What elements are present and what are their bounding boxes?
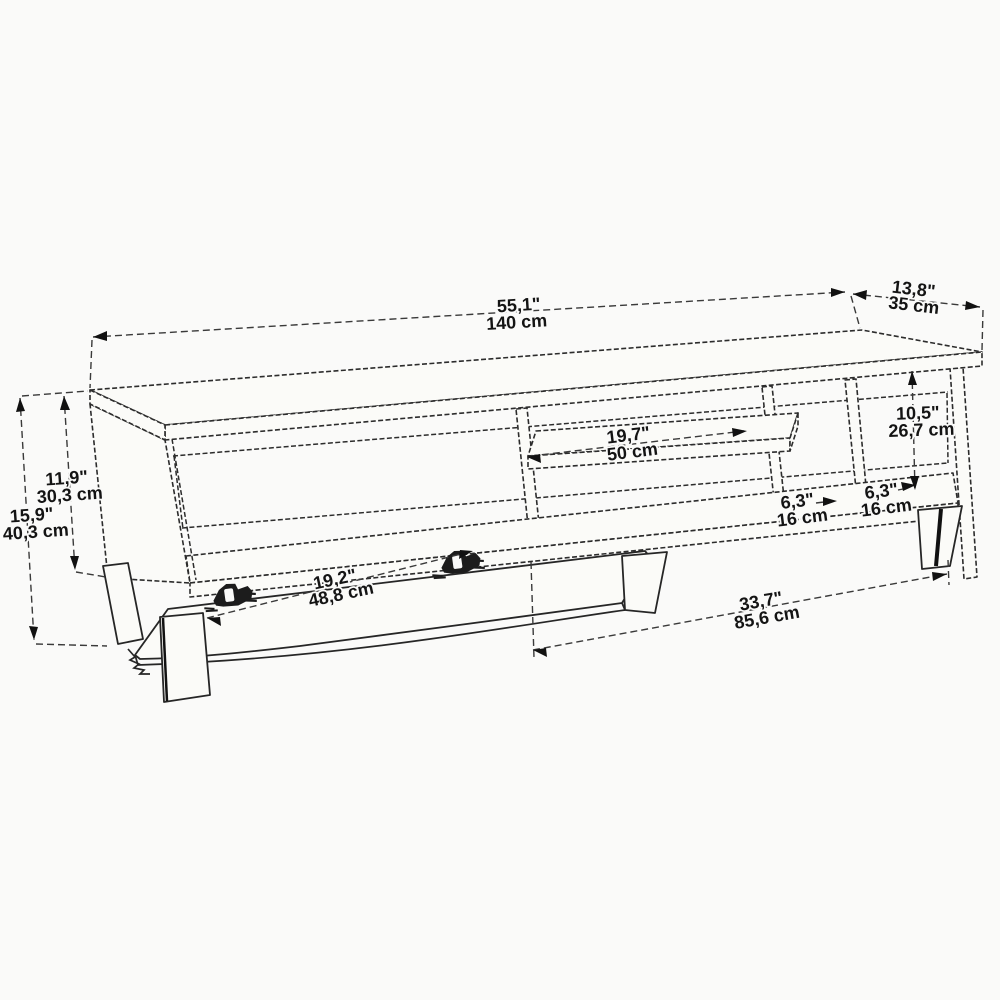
dimension-top-depth: 13,8" 35 cm <box>850 275 984 351</box>
hinge-right-slot <box>452 555 463 569</box>
dim-line <box>532 573 948 651</box>
dim-shelf-width-cm: 50 cm <box>606 439 659 465</box>
dim-body-height-inches: 11,9" <box>45 467 89 490</box>
dim-line <box>815 501 825 504</box>
arrowhead-right <box>932 572 947 581</box>
top-panel-left-face <box>89 389 166 441</box>
arrowhead-right <box>732 428 747 437</box>
top-panel <box>89 329 983 441</box>
tv-stand <box>89 329 983 703</box>
dim-line <box>19 397 35 641</box>
hinge-left <box>204 583 257 613</box>
leg-front-left-shade <box>161 617 169 702</box>
dimensions: 55,1" 140 cm 13,8" 35 cm 11,9" <box>0 275 984 659</box>
dim-line <box>530 430 745 457</box>
arrowhead-bottom <box>29 626 38 640</box>
arrowhead-right <box>965 301 980 310</box>
ext-line-mid <box>75 571 107 578</box>
left-panel-front-edge <box>171 438 197 581</box>
leg-front-right-shade <box>934 508 943 567</box>
ext-line-right <box>947 559 950 586</box>
hinge-left-slot <box>224 588 235 602</box>
ext-line <box>89 339 93 389</box>
center-divider <box>515 407 542 546</box>
door-thickness-edge <box>137 609 626 666</box>
dimension-total-height: 15,9" 40,3 cm <box>0 397 108 647</box>
arrowhead-left <box>207 617 221 626</box>
dim-total-height-inches: 15,9" <box>9 504 54 527</box>
leg-front-left <box>159 612 211 703</box>
arrowhead-top <box>60 396 70 410</box>
dim-right-opening-cm: 26,7 cm <box>888 419 955 441</box>
leg-middle <box>621 551 668 614</box>
hinge-right-arm <box>466 559 485 569</box>
shelf-end-face <box>789 412 799 452</box>
arrowhead-left <box>93 331 107 341</box>
dim-top-width-cm: 140 cm <box>486 310 548 334</box>
hinge-left-plate <box>204 607 218 613</box>
back-panel-bottom-edge <box>181 462 949 529</box>
dim-line <box>911 370 916 491</box>
dimension-shelf-width: 19,7" 50 cm <box>527 421 747 466</box>
dimension-top-width: 55,1" 140 cm <box>89 288 846 389</box>
ext-line-top <box>21 390 89 397</box>
arrowhead-left <box>527 454 541 463</box>
dimension-right-opening-height: 10,5" 26,7 cm <box>886 370 956 491</box>
arrowhead-left <box>853 290 867 300</box>
arrowhead-top <box>16 398 25 412</box>
dim-total-height-cm: 40,3 cm <box>2 519 69 544</box>
dim-right-opening-inches: 10,5" <box>896 402 940 424</box>
arrowhead <box>901 482 916 491</box>
ext-line-front <box>981 309 984 351</box>
ext-line-back <box>850 295 861 329</box>
dimension-niche-right: 6,3" 16 cm <box>858 477 916 522</box>
back-left-corner-edge <box>173 455 184 530</box>
dimension-niche-left: 6,3" 16 cm <box>774 487 837 532</box>
arrowhead <box>823 497 837 506</box>
hinge-right <box>432 550 485 580</box>
leg-back-left <box>102 562 144 645</box>
middle-shelf <box>527 412 799 470</box>
divider-2 <box>844 378 868 500</box>
ext-line-bottom <box>35 643 108 647</box>
dim-line <box>897 488 904 491</box>
hinge-right-plate <box>432 574 446 580</box>
arrowhead-left <box>533 648 547 657</box>
flap-door <box>127 550 651 675</box>
dimension-body-height: 11,9" 30,3 cm <box>21 390 107 578</box>
arrowhead-bottom <box>910 476 919 490</box>
arrowhead-right <box>459 550 473 559</box>
dim-line <box>92 291 846 338</box>
arrowhead-right <box>831 288 845 297</box>
dim-top-width-inches: 55,1" <box>496 294 541 317</box>
ext-line-left <box>530 561 535 659</box>
door-break-zigzag <box>127 648 150 675</box>
arrowhead-top <box>908 371 917 385</box>
arrowhead-bottom <box>70 556 79 570</box>
dim-line <box>206 550 474 619</box>
underside-back-edge <box>172 391 949 457</box>
hinge-left-arm <box>238 592 257 602</box>
dim-line <box>63 395 76 571</box>
back-right-corner-edge <box>946 392 949 464</box>
